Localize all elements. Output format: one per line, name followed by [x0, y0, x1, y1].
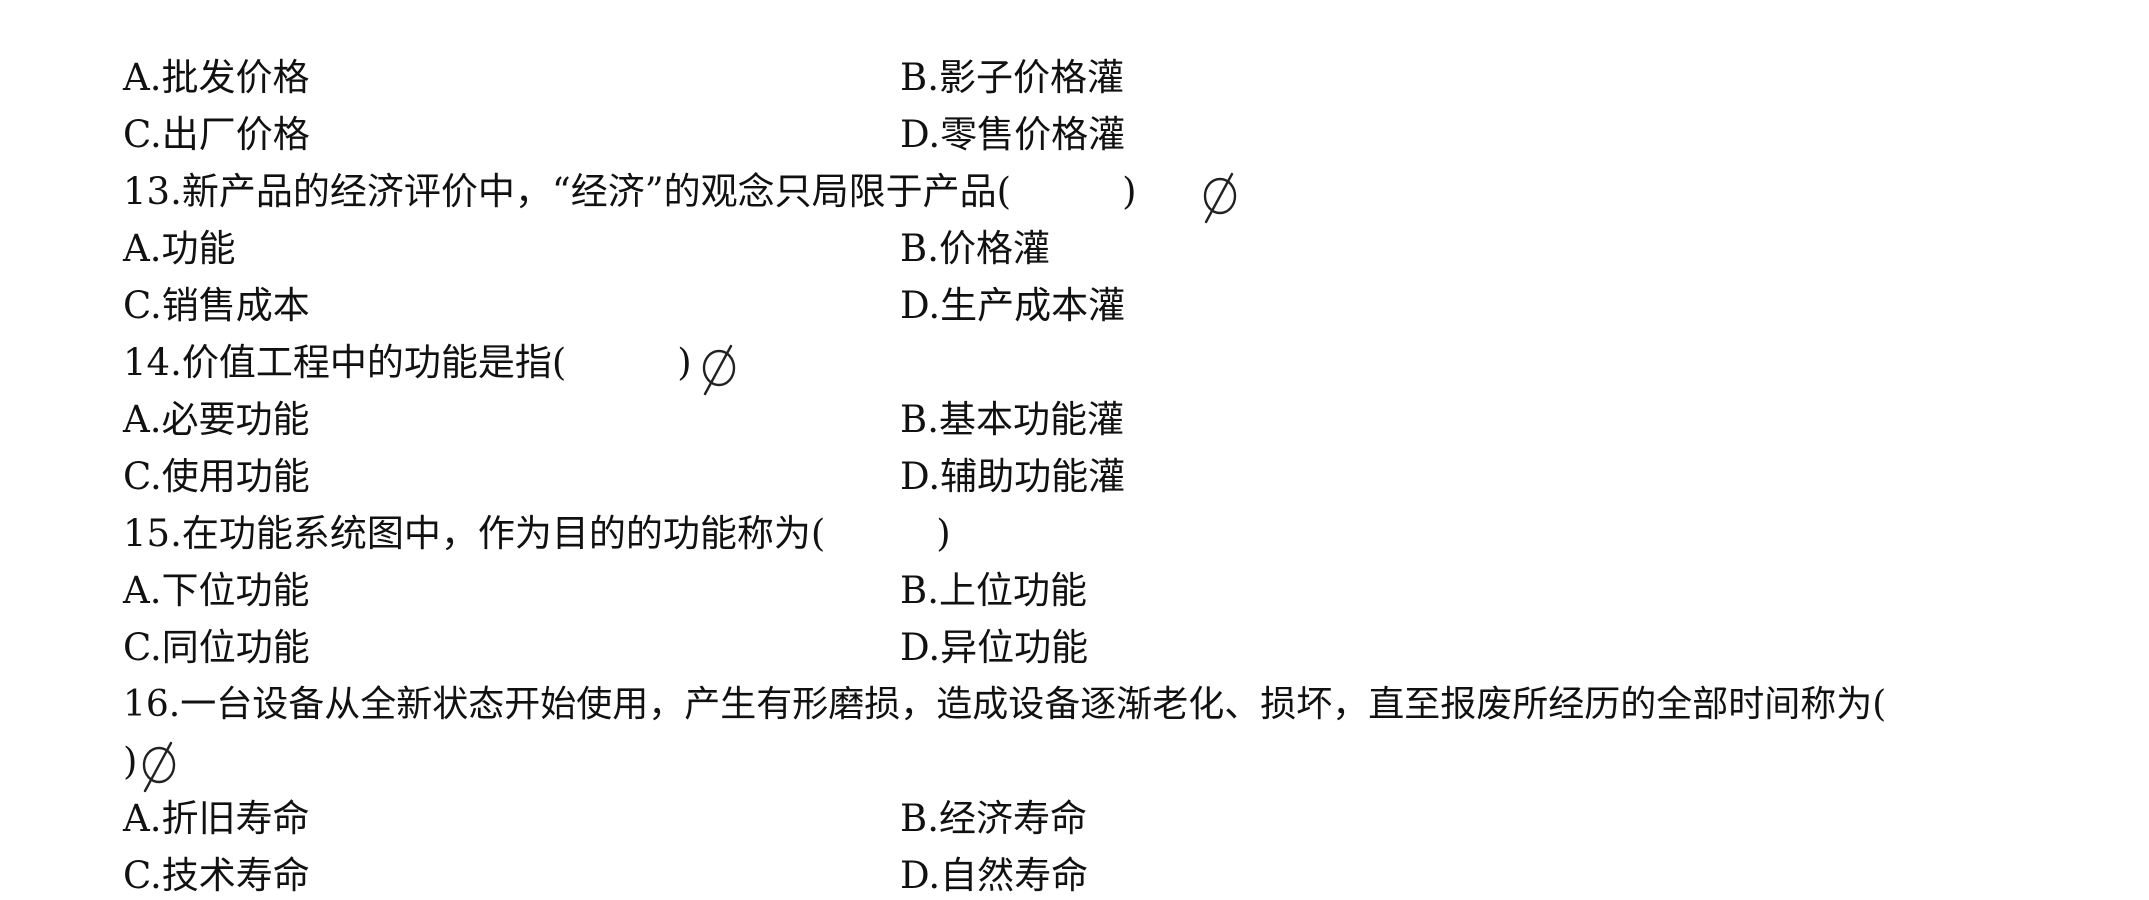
- q16-question-line1: 16.一台设备从全新状态开始使用，产生有形磨损，造成设备逐渐老化、损坏，直至报废…: [123, 684, 1887, 725]
- q13-option-c: C.销售成本: [123, 284, 310, 327]
- q12-option-c: C.出厂价格: [123, 113, 310, 156]
- q14-option-a: A.必要功能: [123, 398, 310, 441]
- q16-option-b: B.经济寿命: [900, 797, 1087, 840]
- q15-question: 15.在功能系统图中，作为目的的功能称为( ): [123, 512, 951, 555]
- q15-option-b: B.上位功能: [900, 569, 1087, 612]
- q13-option-a: A.功能: [123, 227, 236, 270]
- q15-option-c: C.同位功能: [123, 626, 310, 669]
- q12-option-a: A.批发价格: [123, 56, 310, 99]
- q14-option-b: B.基本功能灌: [900, 398, 1124, 441]
- q16-option-c: C.技术寿命: [123, 854, 310, 897]
- slashed-circle-mark-icon: [697, 340, 741, 400]
- q14-option-d: D.辅助功能灌: [900, 455, 1126, 498]
- slashed-circle-mark-icon: [1198, 168, 1242, 228]
- q16-option-d: D.自然寿命: [900, 854, 1089, 897]
- q12-option-d: D.零售价格灌: [900, 113, 1126, 156]
- q16-option-a: A.折旧寿命: [123, 797, 310, 840]
- q13-option-b: B.价格灌: [900, 227, 1050, 270]
- q15-option-a: A.下位功能: [123, 569, 310, 612]
- slashed-circle-mark-icon: [137, 737, 181, 797]
- q14-question: 14.价值工程中的功能是指( ): [123, 341, 692, 384]
- q13-question: 13.新产品的经济评价中，“经济”的观念只局限于产品( ): [123, 170, 1137, 213]
- q14-option-c: C.使用功能: [123, 455, 310, 498]
- q12-option-b: B.影子价格灌: [900, 56, 1124, 99]
- q15-option-d: D.异位功能: [900, 626, 1089, 669]
- q16-question-line2: ): [123, 740, 138, 783]
- q13-option-d: D.生产成本灌: [900, 284, 1126, 327]
